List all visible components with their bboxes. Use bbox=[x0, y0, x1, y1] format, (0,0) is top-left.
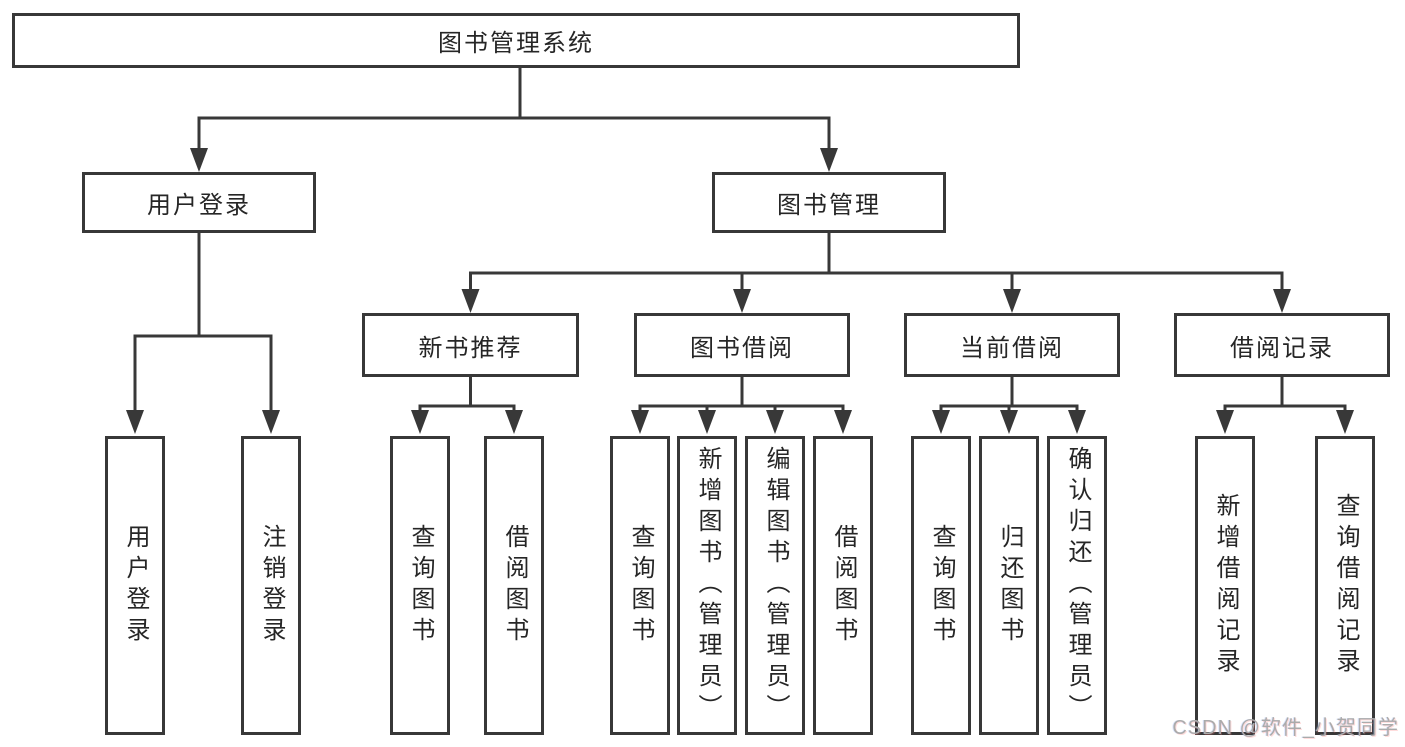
leaf-borrow-edit-book-admin: 编辑图书（管理员） bbox=[745, 436, 805, 735]
leaf-borrow-add-book-admin-label: 新增图书（管理员） bbox=[694, 446, 721, 725]
node-book-borrowing: 图书借阅 bbox=[634, 313, 850, 377]
leaf-borrow-add-book-admin: 新增图书（管理员） bbox=[677, 436, 737, 735]
leaf-rec-query-book-label: 查询图书 bbox=[407, 523, 434, 648]
leaf-current-query-book-label: 查询图书 bbox=[928, 523, 955, 648]
leaf-borrow-edit-book-admin-label: 编辑图书（管理员） bbox=[762, 446, 789, 725]
node-current-borrowing: 当前借阅 bbox=[904, 313, 1120, 377]
leaf-current-return-book: 归还图书 bbox=[979, 436, 1039, 735]
leaf-rec-query-book: 查询图书 bbox=[390, 436, 450, 735]
leaf-borrow-query-book-label: 查询图书 bbox=[627, 523, 654, 648]
leaf-current-confirm-return-admin-label: 确认归还（管理员） bbox=[1064, 446, 1091, 725]
node-new-book-recommend: 新书推荐 bbox=[362, 313, 579, 377]
leaf-records-add-record-label: 新增借阅记录 bbox=[1212, 492, 1239, 679]
leaf-records-query-record: 查询借阅记录 bbox=[1315, 436, 1375, 735]
leaf-borrow-query-book: 查询图书 bbox=[610, 436, 670, 735]
csdn-watermark: CSDN @软件_小贺同学 bbox=[1172, 717, 1399, 739]
leaf-rec-borrow-book-label: 借阅图书 bbox=[501, 523, 528, 648]
node-user-login: 用户登录 bbox=[82, 172, 316, 233]
leaf-user-login: 用户登录 bbox=[105, 436, 165, 735]
leaf-records-query-record-label: 查询借阅记录 bbox=[1332, 492, 1359, 679]
leaf-current-query-book: 查询图书 bbox=[911, 436, 971, 735]
leaf-logout-login: 注销登录 bbox=[241, 436, 301, 735]
leaf-current-confirm-return-admin: 确认归还（管理员） bbox=[1047, 436, 1107, 735]
leaf-records-add-record: 新增借阅记录 bbox=[1195, 436, 1255, 735]
node-borrow-records: 借阅记录 bbox=[1174, 313, 1390, 377]
leaf-user-login-label: 用户登录 bbox=[122, 523, 149, 648]
node-library-management-system: 图书管理系统 bbox=[12, 13, 1020, 68]
leaf-borrow-borrow-book-label: 借阅图书 bbox=[830, 523, 857, 648]
leaf-rec-borrow-book: 借阅图书 bbox=[484, 436, 544, 735]
node-book-management: 图书管理 bbox=[712, 172, 946, 233]
leaf-logout-login-label: 注销登录 bbox=[258, 523, 285, 648]
leaf-borrow-borrow-book: 借阅图书 bbox=[813, 436, 873, 735]
leaf-current-return-book-label: 归还图书 bbox=[996, 523, 1023, 648]
